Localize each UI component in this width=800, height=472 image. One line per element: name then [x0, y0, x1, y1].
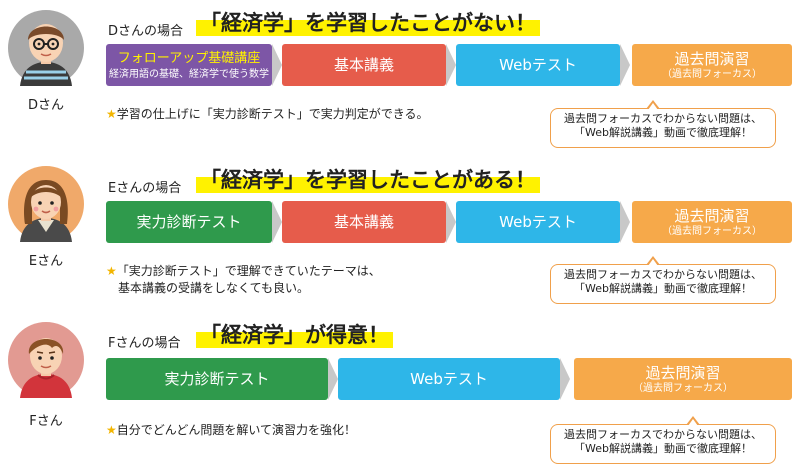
note-line: 基本講義の受講をしなくても良い。: [118, 281, 310, 295]
case-headline: 「経済学」が得意！: [196, 322, 393, 348]
person-name: Eさん: [28, 254, 64, 269]
step-label: 実力診断テスト: [136, 213, 242, 231]
step-label: Webテスト: [410, 370, 488, 388]
case-note: ★学習の仕上げに「実力診断テスト」で実力判定ができる。: [106, 106, 429, 123]
young-man-avatar-icon: [8, 322, 84, 398]
step-sublabel: （過去問フォーカス）: [633, 382, 733, 394]
case-label: Eさんの場合: [108, 181, 182, 196]
step-label: 過去問演習: [674, 206, 750, 225]
case-headline: 「経済学」を学習したことがない！: [196, 10, 540, 36]
step-diagnostic-test: 実力診断テスト: [106, 201, 272, 243]
step-label: 過去問演習: [645, 363, 721, 382]
case-note: ★「実力診断テスト」で理解できていたテーマは、 基本講義の受講をしなくても良い。: [106, 263, 381, 297]
flow-arrow-icon: [446, 44, 456, 86]
step-basic-lecture: 基本講義: [282, 201, 446, 243]
step-diagnostic-test: 実力診断テスト: [106, 358, 328, 400]
callout-line: 「Web解説講義」動画で徹底理解！: [574, 442, 752, 455]
case-label: Dさんの場合: [108, 24, 184, 39]
note-line: 学習の仕上げに「実力診断テスト」で実力判定ができる。: [116, 107, 429, 121]
step-sublabel: （過去問フォーカス）: [662, 68, 762, 80]
case-label: Fさんの場合: [108, 336, 181, 351]
step-label: フォローアップ基礎講座: [117, 50, 261, 66]
step-web-test: Webテスト: [338, 358, 560, 400]
callout-web-explanation: 過去問フォーカスでわからない問題は、 「Web解説講義」動画で徹底理解！: [550, 416, 776, 464]
flow-arrow-icon: [620, 201, 630, 243]
callout-line: 過去問フォーカスでわからない問題は、: [564, 112, 762, 125]
callout-web-explanation: 過去問フォーカスでわからない問題は、 「Web解説講義」動画で徹底理解！: [550, 100, 776, 148]
callout-line: 過去問フォーカスでわからない問題は、: [564, 268, 762, 281]
step-past-exam-practice: 過去問演習 （過去問フォーカス）: [632, 44, 792, 86]
case-note: ★自分でどんどん問題を解いて演習力を強化！: [106, 422, 356, 439]
step-label: 実力診断テスト: [164, 370, 270, 388]
step-label: Webテスト: [499, 213, 577, 231]
callout-line: 過去問フォーカスでわからない問題は、: [564, 428, 762, 441]
callout-web-explanation: 過去問フォーカスでわからない問題は、 「Web解説講義」動画で徹底理解！: [550, 256, 776, 304]
flow-arrow-icon: [446, 201, 456, 243]
flow-arrow-icon: [620, 44, 630, 86]
step-sublabel: （過去問フォーカス）: [662, 225, 762, 237]
callout-line: 「Web解説講義」動画で徹底理解！: [574, 126, 752, 139]
callout-line: 「Web解説講義」動画で徹底理解！: [574, 282, 752, 295]
step-label: 過去問演習: [674, 49, 750, 68]
star-icon: ★: [106, 107, 117, 121]
star-icon: ★: [106, 423, 117, 437]
case-headline: 「経済学」を学習したことがある！: [196, 167, 540, 193]
person-name: Dさん: [27, 98, 64, 113]
step-basic-lecture: 基本講義: [282, 44, 446, 86]
step-web-test: Webテスト: [456, 201, 620, 243]
step-past-exam-practice: 過去問演習 （過去問フォーカス）: [632, 201, 792, 243]
flow-arrow-icon: [560, 358, 570, 400]
step-label: 基本講義: [333, 56, 394, 74]
person-name: Fさん: [29, 414, 63, 429]
step-label: Webテスト: [499, 56, 577, 74]
star-icon: ★: [106, 264, 117, 278]
step-label: 基本講義: [333, 213, 394, 231]
step-past-exam-practice: 過去問演習 （過去問フォーカス）: [574, 358, 792, 400]
note-line: 自分でどんどん問題を解いて演習力を強化！: [116, 423, 357, 437]
flow-arrow-icon: [328, 358, 338, 400]
step-web-test: Webテスト: [456, 44, 620, 86]
flow-arrow-icon: [272, 201, 282, 243]
flow-arrow-icon: [272, 44, 282, 86]
step-sublabel: 経済用語の基礎、経済学で使う数学: [109, 68, 269, 80]
man-with-glasses-avatar-icon: [8, 10, 84, 86]
woman-avatar-icon: [8, 166, 84, 242]
step-follow-up-basic-course: フォローアップ基礎講座 経済用語の基礎、経済学で使う数学: [106, 44, 272, 86]
note-line: 「実力診断テスト」で理解できていたテーマは、: [116, 264, 381, 278]
